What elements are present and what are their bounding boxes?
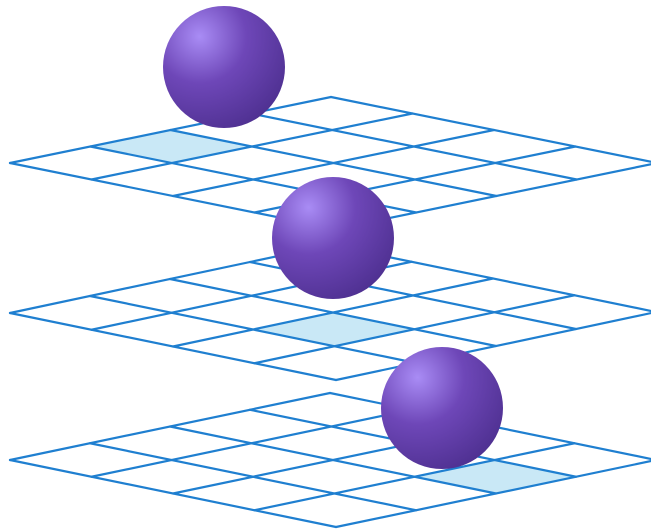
grid-line	[249, 112, 578, 181]
highlighted-cell	[253, 312, 415, 347]
sphere	[163, 6, 285, 128]
highlighted-cell	[90, 130, 252, 163]
layer-bottom	[8, 391, 651, 529]
grid-line	[171, 128, 496, 198]
grid-line	[329, 95, 651, 163]
grid-line	[253, 294, 576, 365]
layers-group	[8, 6, 651, 529]
grid-line	[334, 311, 651, 382]
sphere	[381, 347, 503, 469]
grid-line	[334, 459, 651, 529]
grid-line	[171, 277, 495, 348]
sphere	[272, 177, 394, 299]
grid-line	[253, 442, 576, 512]
